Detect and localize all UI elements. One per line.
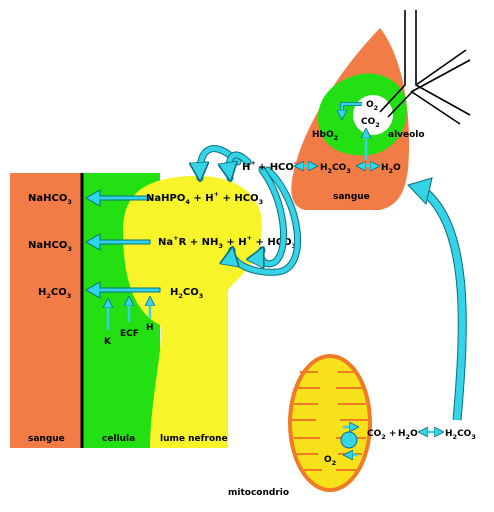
- blood-nahco3-mid: NaHCO3: [28, 240, 72, 253]
- reaction-nahpo4: NaHPO4 + H+ + HCO3: [146, 190, 263, 206]
- lumen-label: lume nefrone: [160, 434, 228, 444]
- airway-icon: [379, 10, 471, 125]
- blood-h2co3: H2CO3: [38, 287, 71, 300]
- arrow-nahco3-mid: [84, 233, 151, 251]
- mito-pore-icon: [340, 431, 358, 449]
- mito-h2o: H2O: [398, 429, 418, 441]
- blood-nahco3-top: NaHCO3: [28, 193, 72, 206]
- lung-blood-label: sangue: [333, 192, 370, 202]
- cell-label: cellula: [102, 434, 135, 444]
- lung-h2co3: H2CO3: [320, 163, 351, 175]
- arrow-nahco3-top: [84, 189, 151, 207]
- ion-h: H: [146, 323, 154, 333]
- ion-k: K: [104, 337, 112, 347]
- alveolus-label: alveolo: [388, 130, 425, 140]
- lung-h2o: H2O: [381, 163, 401, 175]
- mito-label: mitocondrio: [228, 488, 289, 498]
- mito-h2co3: H2CO3: [445, 429, 476, 441]
- blood-label: sangue: [28, 434, 65, 444]
- mito-o2: O2: [324, 455, 336, 467]
- mito-co2: CO2 +: [367, 429, 396, 441]
- lung-o2: O2: [366, 100, 378, 112]
- alveolus-lumen: [353, 95, 393, 135]
- lung-hbo2: HbO2: [312, 130, 338, 142]
- arrow-h2co3: [84, 281, 161, 299]
- reaction-h-hco3: H++ HCO-3: [242, 159, 298, 175]
- blood-region: [10, 173, 82, 448]
- mitochondrion: [288, 354, 372, 492]
- ion-ecf: ECF: [120, 329, 139, 339]
- reaction-nar-nh3: Na+R + NH3 + H+ + HCO3: [158, 234, 296, 250]
- lumen-region: [123, 175, 262, 449]
- reaction-h2co3-lumen: H2CO3: [170, 287, 203, 300]
- lung-co2: CO2: [361, 117, 380, 129]
